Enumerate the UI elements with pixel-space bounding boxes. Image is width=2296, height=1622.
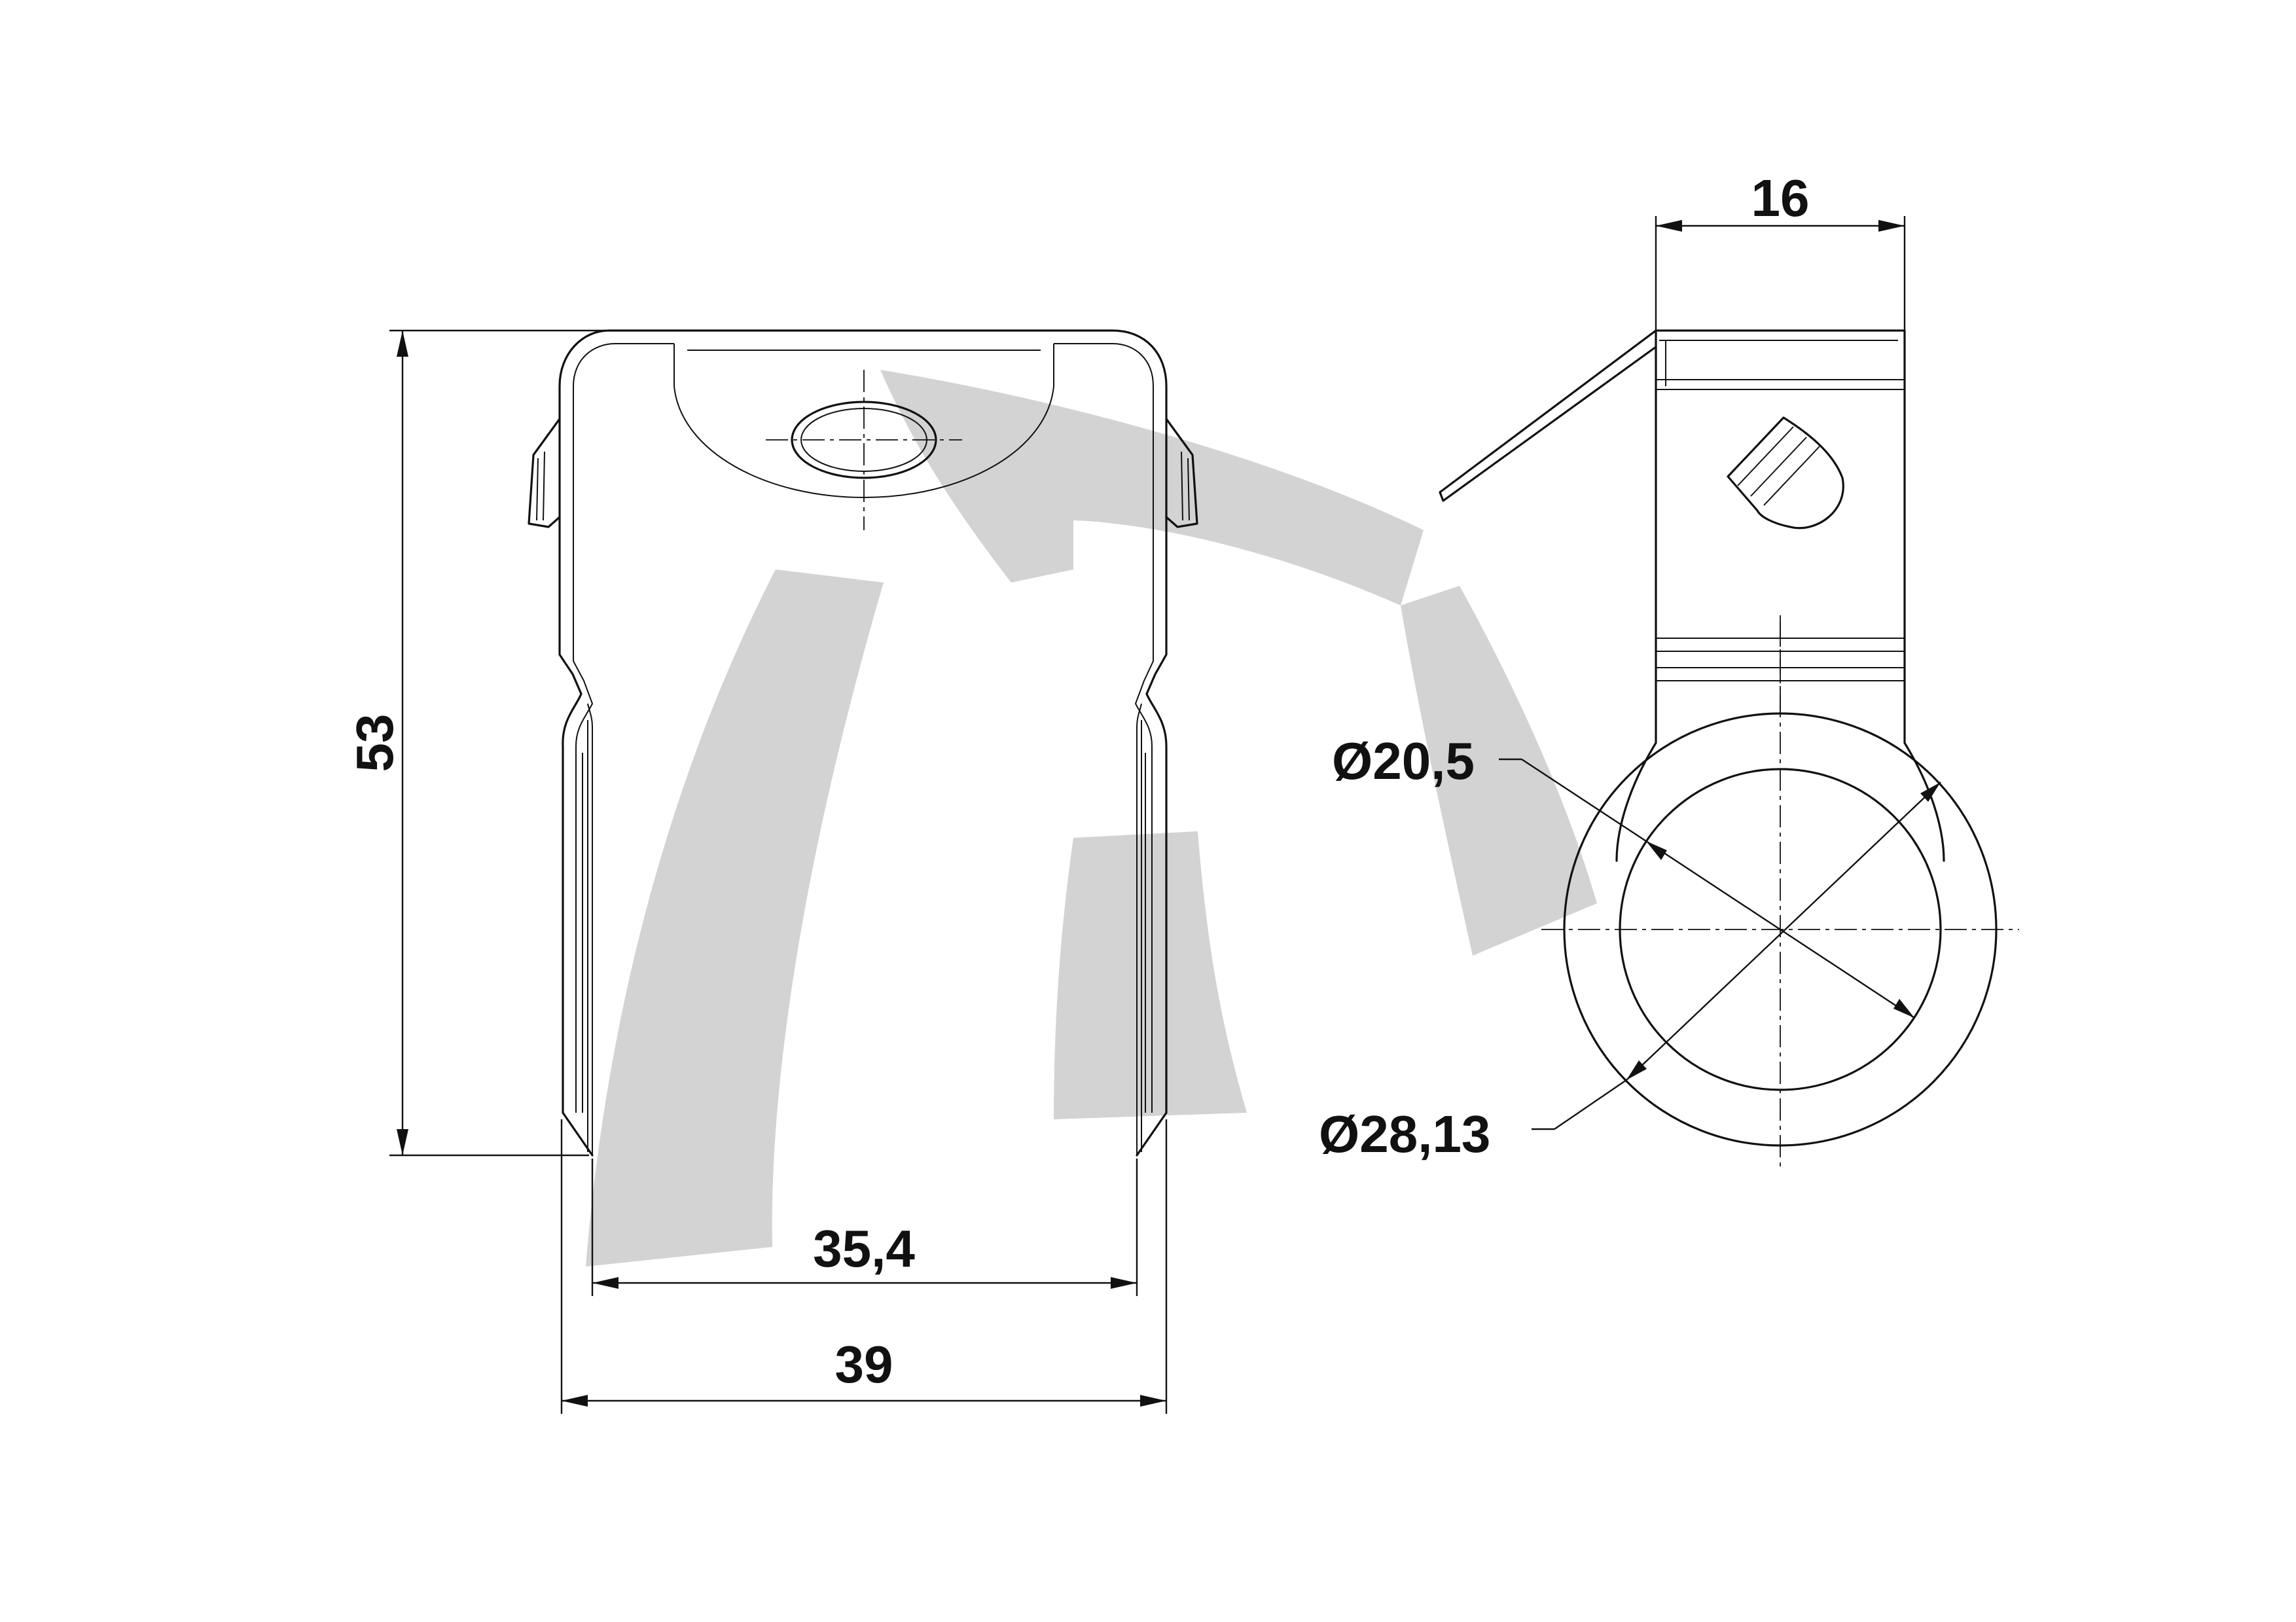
right-tab	[1165, 418, 1198, 528]
outer-diameter-arrow-a	[1626, 1060, 1647, 1080]
oblique-hole	[1727, 416, 1844, 530]
watermark-logo	[586, 370, 1597, 1267]
outer-diameter-line	[1626, 782, 1941, 1081]
inner-diameter-leader	[1521, 758, 1647, 842]
oblique-hole-detail	[1737, 426, 1820, 506]
outer-diameter-leader	[1554, 1079, 1627, 1130]
clip-body-inner-right	[1054, 343, 1154, 1113]
clip-body-outline	[558, 329, 1168, 1157]
depth-arrow-right	[1878, 220, 1905, 232]
inner-diameter-arrow-b	[1893, 999, 1914, 1018]
depth-arrow-left	[1656, 220, 1682, 232]
clip-body-inner-left	[573, 343, 674, 1113]
watermark-upper-swoosh	[880, 370, 1424, 605]
side-view	[1439, 329, 2019, 1172]
left-tab	[528, 418, 561, 528]
angled-flange	[1439, 329, 1657, 502]
inner-diameter-label: Ø20,5	[1332, 732, 1475, 790]
outer-width-arrow-right	[1140, 1395, 1166, 1407]
outer-diameter-arrow-b	[1920, 782, 1941, 802]
slot-hole	[791, 401, 937, 479]
outer-width-label: 39	[835, 1335, 893, 1394]
inner-width-label: 35,4	[813, 1219, 915, 1278]
clip-left-inner-edge	[582, 720, 588, 1152]
front-view	[528, 329, 1198, 1157]
outer-width-arrow-left	[562, 1395, 588, 1407]
inner-width-arrow-left	[592, 1277, 619, 1289]
left-tab-detail	[536, 451, 545, 521]
right-tab-detail	[1181, 451, 1190, 521]
clip-right-wall	[1136, 703, 1142, 1155]
side-dimensions: 16 Ø20,5 Ø28,13	[1319, 169, 1941, 1163]
watermark-right-blade	[1401, 586, 1597, 956]
height-label: 53	[346, 714, 404, 772]
depth-label: 16	[1751, 169, 1810, 227]
watermark-left-stroke	[586, 569, 884, 1267]
height-arrow-bottom	[397, 1129, 408, 1155]
clip-right-inner-edge	[1141, 720, 1146, 1152]
clip-left-wall	[587, 703, 593, 1155]
inner-width-arrow-right	[1111, 1277, 1137, 1289]
height-arrow-top	[397, 331, 408, 357]
inner-diameter-line	[1645, 840, 1915, 1019]
side-body-top-edge	[1659, 340, 1898, 386]
front-dimensions: 53 35,4 39	[346, 329, 1168, 1414]
watermark-center-stem	[1054, 831, 1247, 1119]
inner-diameter-arrow-a	[1646, 841, 1667, 860]
outer-diameter-label: Ø28,13	[1319, 1105, 1490, 1163]
